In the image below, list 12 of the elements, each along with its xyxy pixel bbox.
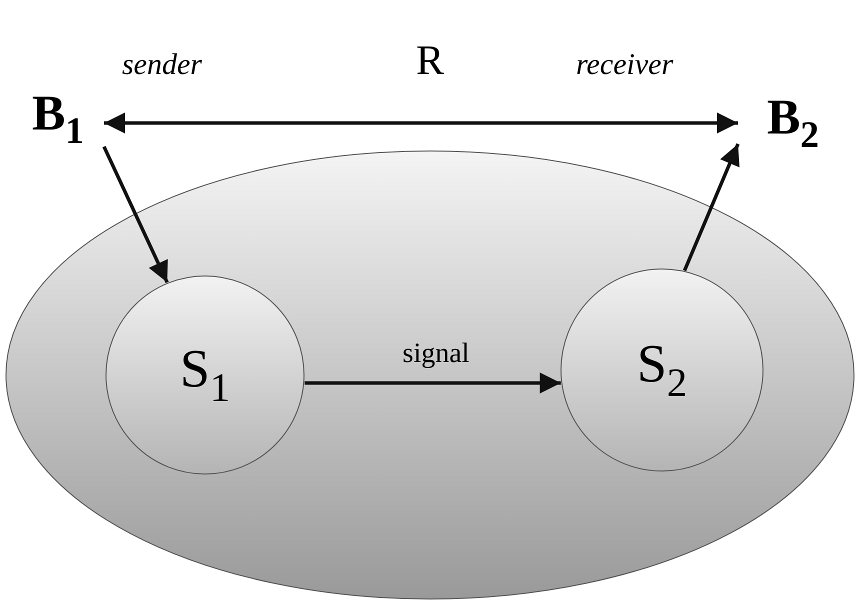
arrow — [304, 372, 561, 394]
role-label: sender — [122, 50, 202, 80]
edge-label: signal — [402, 340, 470, 368]
edge-label: R — [416, 40, 444, 82]
state-label: S$_{1}$ — [180, 342, 230, 408]
arrow — [104, 112, 738, 134]
arrow — [102, 146, 169, 284]
role-label: receiver — [576, 50, 674, 80]
arrow — [682, 143, 740, 272]
block-label: B$_{2}$ — [766, 92, 820, 154]
state-label: S$_{2}$ — [636, 336, 688, 404]
block-label: B$_{1}$ — [32, 88, 84, 150]
